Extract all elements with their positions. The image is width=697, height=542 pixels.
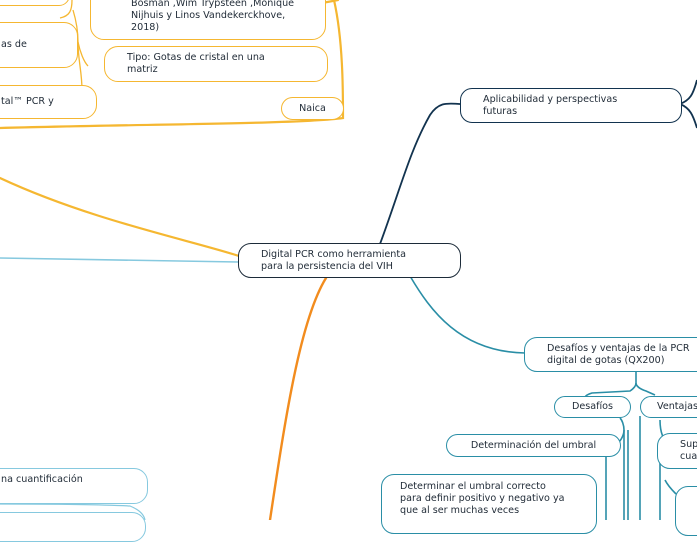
item-umbral-detail-label: Determinar el umbral correcto para defin…	[400, 481, 565, 516]
topic-applicability[interactable]: Aplicabilidad y perspectivas futuras	[460, 88, 682, 123]
subtopic-desafios[interactable]: Desafíos	[554, 396, 631, 418]
mind-map-connectors	[0, 0, 697, 520]
yellow-left-3[interactable]: tal™ PCR y	[0, 85, 97, 119]
connector-central-to-yellow	[0, 176, 241, 258]
yellow-tipo[interactable]: Tipo: Gotas de cristal en una matriz	[104, 46, 328, 82]
yellow-left-3-label: tal™ PCR y	[1, 96, 54, 107]
yellow-left-2-label: as de	[1, 39, 27, 50]
yellow-tipo-label: Tipo: Gotas de cristal en una matriz	[127, 52, 265, 75]
blue-left-1-label: na cuantificación	[1, 474, 83, 485]
topic-challenges-advantages[interactable]: Desafíos y ventajas de la PCR digital de…	[524, 337, 697, 372]
yellow-reference[interactable]: Bosman ,Wim Trypsteen ,Monique Nijhuis y…	[90, 0, 326, 40]
item-ventaja-1-label: Sup cua	[680, 439, 697, 462]
subtopic-ventajas-label: Ventajas	[657, 401, 697, 412]
connector-yellow-trunk	[0, 0, 345, 130]
blue-left-1[interactable]: na cuantificación	[0, 468, 148, 504]
connector-central-to-applicability	[379, 102, 463, 245]
blue-left-2[interactable]	[0, 512, 146, 542]
item-ventaja-1[interactable]: Sup cua	[657, 433, 697, 469]
yellow-reference-label: Bosman ,Wim Trypsteen ,Monique Nijhuis y…	[131, 0, 295, 33]
item-umbral-label: Determinación del umbral	[470, 439, 597, 451]
topic-challenges-label: Desafíos y ventajas de la PCR digital de…	[547, 342, 690, 366]
item-ventaja-2[interactable]	[675, 486, 697, 536]
connector-central-to-lightblue	[0, 257, 239, 263]
subtopic-ventajas[interactable]: Ventajas	[640, 396, 697, 418]
topic-applicability-label: Aplicabilidad y perspectivas futuras	[483, 93, 618, 117]
yellow-left-1[interactable]	[0, 0, 70, 6]
central-topic[interactable]: Digital PCR como herramienta para la per…	[238, 243, 461, 278]
central-topic-label: Digital PCR como herramienta para la per…	[261, 248, 406, 272]
yellow-naica-label: Naica	[299, 102, 326, 114]
connector-central-to-orange	[268, 276, 328, 520]
yellow-left-2[interactable]: as de	[0, 22, 78, 68]
item-umbral[interactable]: Determinación del umbral	[446, 434, 621, 457]
connector-central-to-challenges	[409, 275, 526, 354]
item-umbral-detail[interactable]: Determinar el umbral correcto para defin…	[381, 474, 597, 534]
yellow-naica[interactable]: Naica	[281, 97, 344, 120]
subtopic-desafios-label: Desafíos	[571, 401, 614, 412]
